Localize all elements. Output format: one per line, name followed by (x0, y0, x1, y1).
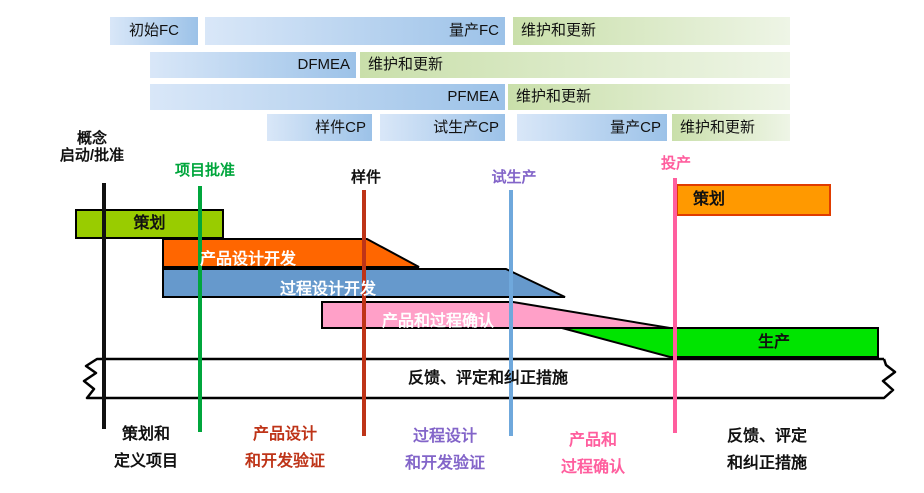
feedback-label: 反馈、评定和纠正措施 (407, 370, 568, 387)
bottom-label-planning-line2: 定义项目 (113, 453, 178, 470)
bottom-label-planning: 策划和 定义项目 (61, 421, 231, 475)
bottom-label-feedback-line2: 和纠正措施 (726, 455, 807, 472)
bar-maintain-row1: 维护和更新 (513, 17, 790, 45)
bottom-label-feedback: 反馈、评定 和纠正措施 (682, 423, 852, 477)
bottom-label-validation-line2: 过程确认 (560, 459, 625, 476)
bar-prototype-cp: 样件CP (267, 114, 372, 141)
bar-initial-fc: 初始FC (110, 17, 198, 45)
milestone-concept-label: 概念 启动/批准 (40, 130, 144, 164)
process-design-label: 过程设计开发 (280, 281, 377, 298)
bar-volume-fc: 量产FC (205, 17, 505, 45)
bottom-label-process-design: 过程设计 和开发验证 (360, 423, 530, 477)
bottom-label-product-design: 产品设计 和开发验证 (200, 421, 370, 475)
bottom-label-feedback-line1: 反馈、评定 (726, 428, 807, 445)
milestone-pilot-label: 试生产 (491, 169, 537, 186)
validation-shape (321, 301, 671, 329)
bottom-label-validation-line1: 产品和 (568, 432, 617, 449)
production-shape (561, 327, 879, 358)
milestone-line-concept (102, 183, 106, 429)
milestone-line-prototype (362, 190, 366, 436)
planning-label: 策划 (133, 215, 166, 232)
milestone-launch-label: 投产 (660, 155, 691, 172)
bottom-label-validation: 产品和 过程确认 (508, 427, 678, 481)
bar-pilot-cp: 试生产CP (380, 114, 505, 141)
feedback-bar-with-break-marks (82, 357, 897, 400)
bar-maintain-row2: 维护和更新 (360, 52, 790, 78)
milestone-prototype-label: 样件 (350, 169, 381, 186)
bottom-label-process-design-line2: 和开发验证 (404, 455, 485, 472)
product-design-label: 产品设计开发 (200, 251, 297, 268)
planning-right-label: 策划 (693, 191, 726, 208)
planning-right-box (676, 184, 831, 216)
milestone-project-approval-label: 项目批准 (174, 162, 235, 179)
milestone-line-launch (673, 178, 677, 433)
bar-pfmea: PFMEA (150, 84, 505, 110)
milestone-line-pilot (509, 190, 513, 436)
product-design-shape (162, 238, 420, 268)
milestone-concept-line1: 概念 (76, 130, 107, 147)
bar-production-cp: 量产CP (517, 114, 667, 141)
bar-maintain-row3: 维护和更新 (508, 84, 790, 110)
milestone-line-project-approval (198, 186, 202, 432)
validation-label: 产品和过程确认 (382, 313, 495, 330)
bottom-label-process-design-line1: 过程设计 (412, 428, 477, 445)
bottom-label-product-design-line2: 和开发验证 (244, 453, 325, 470)
production-label: 生产 (757, 334, 790, 351)
bar-dfmea: DFMEA (150, 52, 356, 78)
bottom-label-planning-line1: 策划和 (121, 426, 170, 443)
bar-maintain-row4: 维护和更新 (672, 114, 790, 141)
milestone-concept-line2: 启动/批准 (59, 147, 125, 164)
bottom-label-product-design-line1: 产品设计 (252, 426, 317, 443)
